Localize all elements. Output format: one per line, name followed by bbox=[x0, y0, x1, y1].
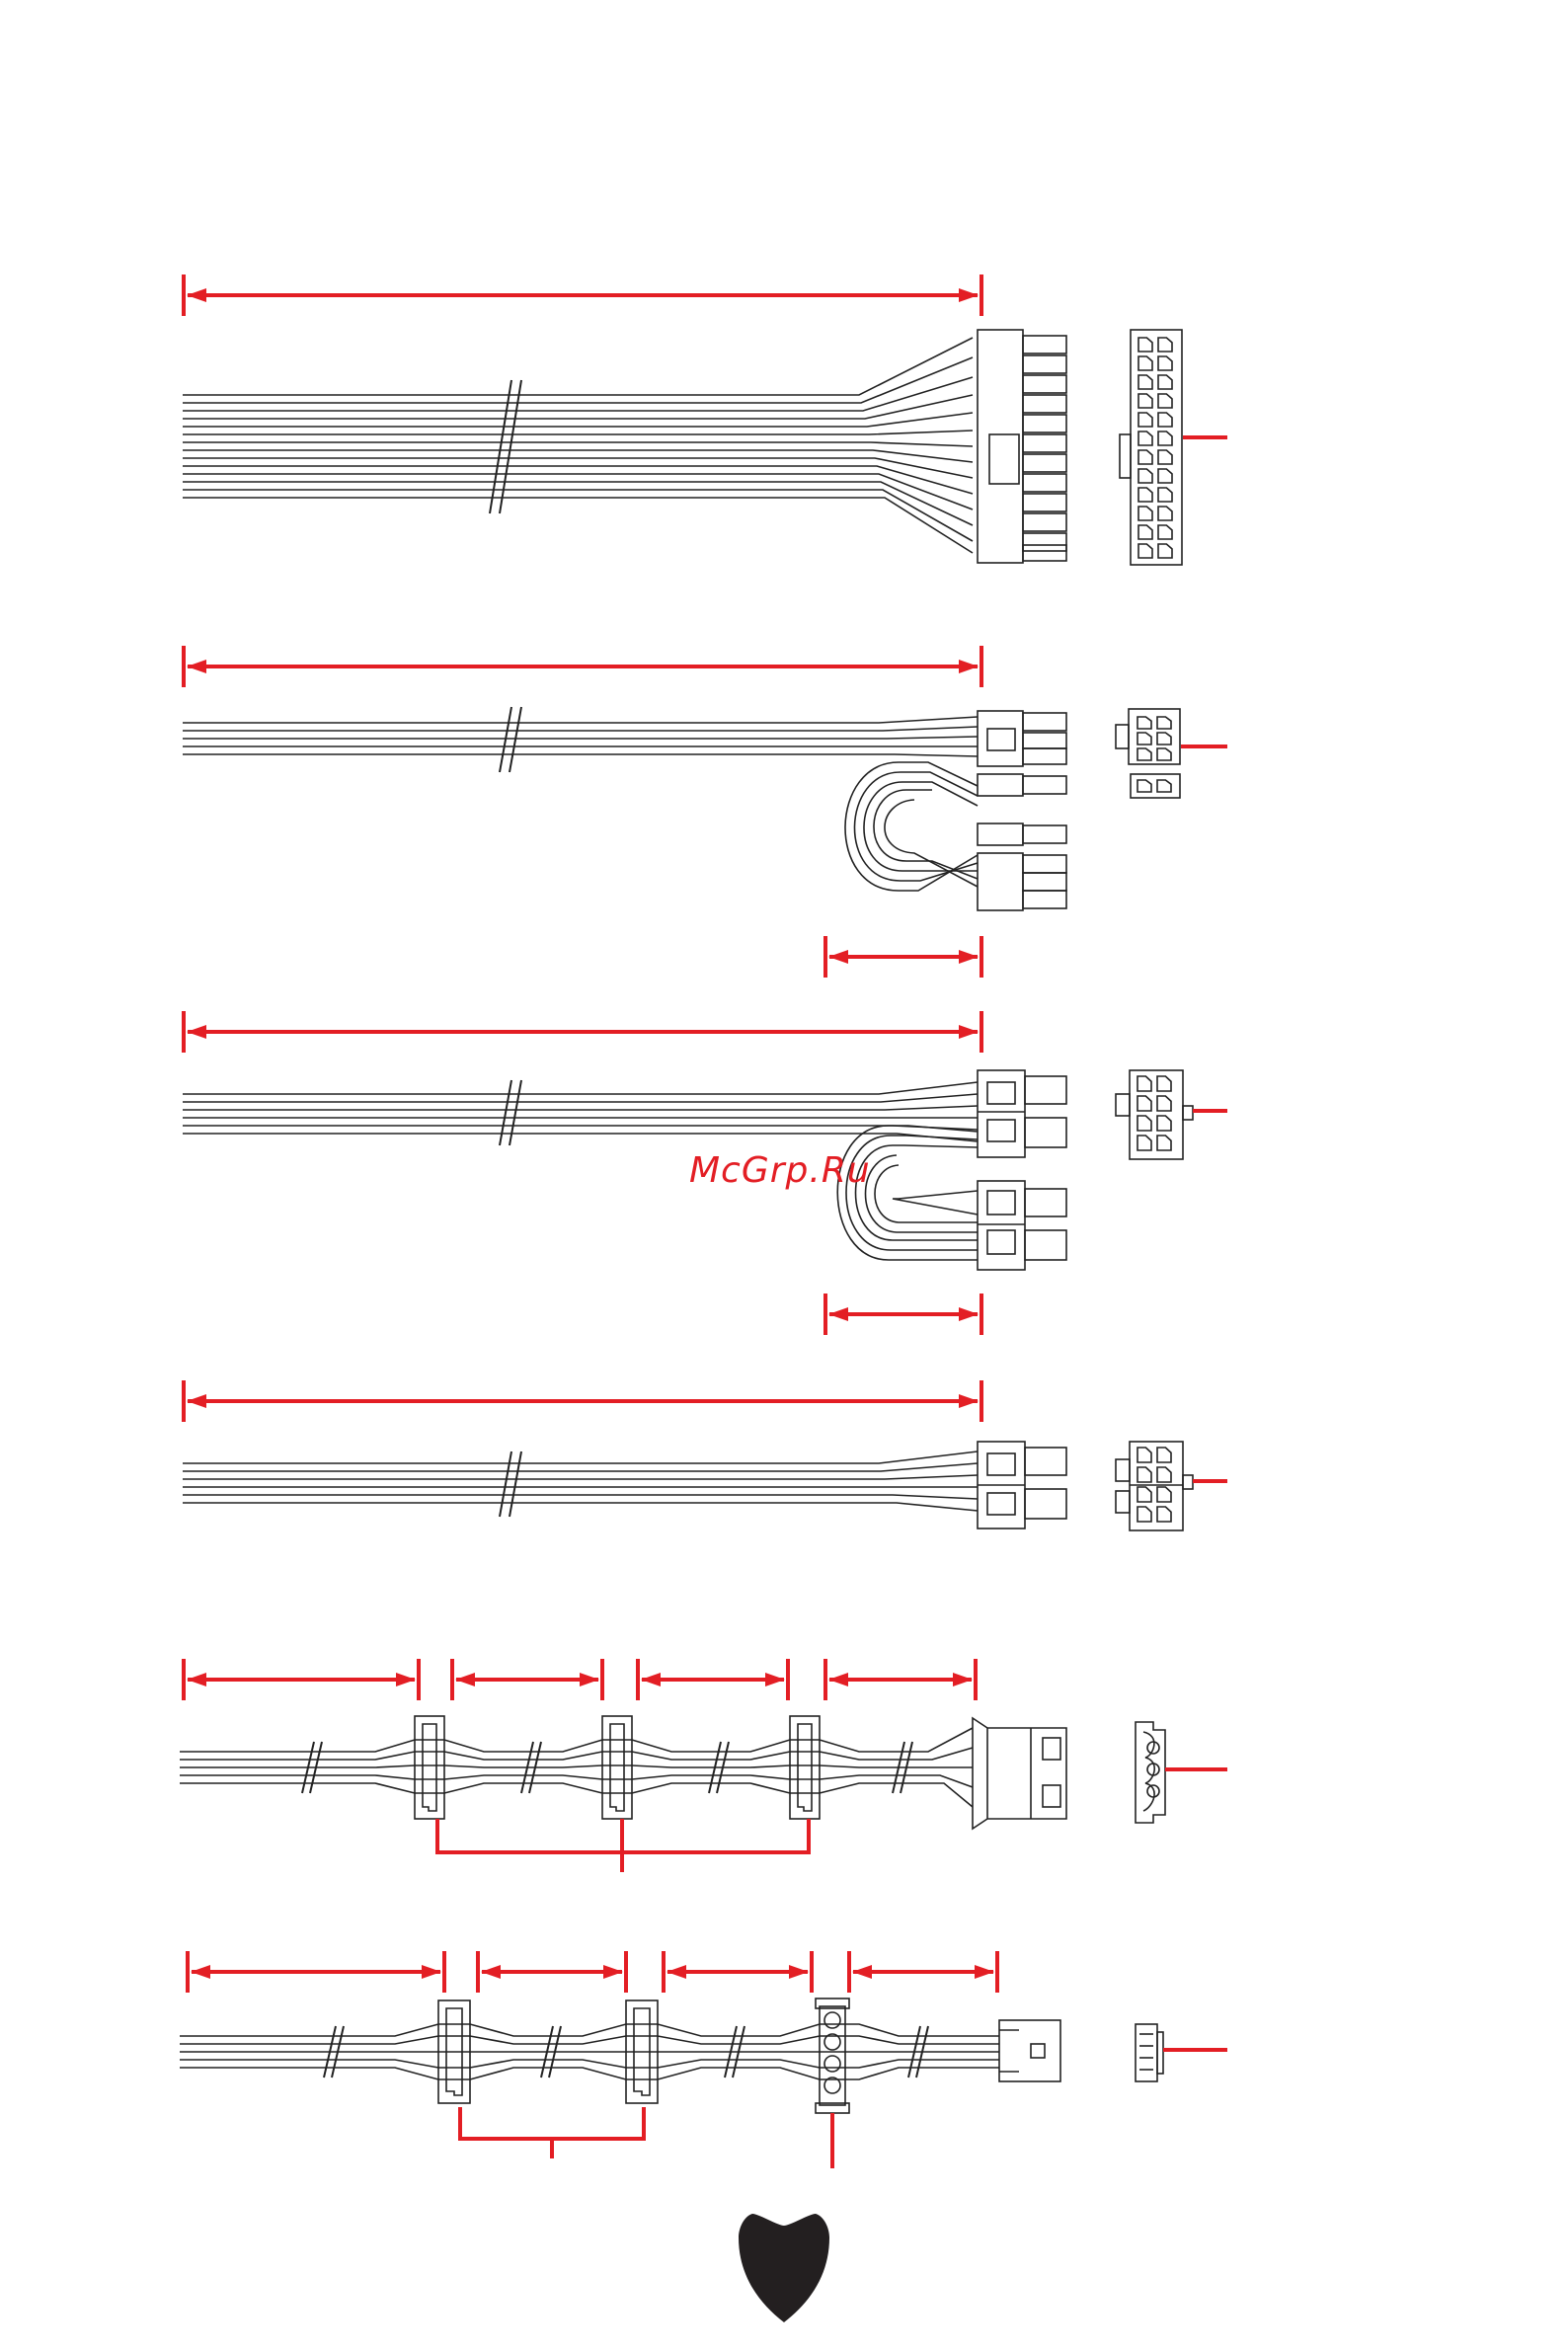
dual-8pin-connector bbox=[1116, 1070, 1193, 1159]
connector-pin bbox=[1157, 1507, 1171, 1522]
connector-pin bbox=[1138, 450, 1152, 464]
sata-plug-1 bbox=[415, 1716, 444, 1819]
connector-pin bbox=[1138, 338, 1152, 352]
connector-pin bbox=[1137, 748, 1151, 760]
sata-molex-chain-cable bbox=[180, 1659, 1227, 1872]
connector-pin bbox=[1137, 1448, 1151, 1462]
watermark: McGrp.Ru bbox=[689, 1150, 871, 1191]
dimension-line bbox=[184, 274, 981, 316]
dimension-line bbox=[825, 1294, 981, 1335]
dimension-line bbox=[825, 936, 981, 978]
pcie-6pin-plug bbox=[978, 711, 1066, 766]
sata-floppy-chain-cable bbox=[180, 1951, 1227, 2168]
connector-pin bbox=[1157, 1096, 1171, 1111]
connector-pin bbox=[1138, 356, 1152, 370]
cpu-4pin-plug bbox=[978, 853, 1066, 910]
dimension-line bbox=[184, 1380, 981, 1422]
connector-pin bbox=[1138, 375, 1152, 389]
loop-wires bbox=[837, 1126, 978, 1260]
connector-pin bbox=[1158, 507, 1172, 520]
cpu-4plus4-plug bbox=[978, 1442, 1066, 1529]
connector-pin bbox=[1158, 394, 1172, 408]
cpu-4plus4-connector bbox=[1116, 1442, 1193, 1530]
connector-pin bbox=[1138, 525, 1152, 539]
connector-pin bbox=[1157, 717, 1171, 729]
break-mark bbox=[490, 380, 521, 513]
connector-pin bbox=[1138, 431, 1152, 445]
wire-bundle bbox=[183, 1082, 978, 1141]
connector-pin bbox=[1137, 1487, 1151, 1502]
sata-bracket bbox=[437, 1819, 809, 1872]
wire-bundle bbox=[183, 717, 978, 756]
break-marks bbox=[302, 1742, 912, 1793]
connector-pin bbox=[1138, 413, 1152, 427]
dimension-lines bbox=[184, 1659, 976, 1700]
connector-pin bbox=[1157, 1448, 1171, 1462]
dimension-line bbox=[184, 646, 981, 687]
pcie-2pin-plug bbox=[978, 774, 1066, 845]
molex-plug bbox=[973, 1718, 1066, 1829]
dimension-lines bbox=[188, 1951, 997, 1993]
connector-pin bbox=[1158, 338, 1172, 352]
connector-pin bbox=[1157, 1076, 1171, 1091]
cpu-8pin-cable bbox=[183, 1380, 1227, 1530]
connector-pin bbox=[1137, 1076, 1151, 1091]
connector-pin bbox=[1137, 733, 1151, 745]
connector-pin bbox=[1138, 488, 1152, 502]
molex-connector bbox=[1136, 1722, 1165, 1823]
connector-pin bbox=[1158, 375, 1172, 389]
connector-pin bbox=[1157, 1487, 1171, 1502]
connector-pin bbox=[1158, 544, 1172, 558]
connector-pin bbox=[1137, 1096, 1151, 1111]
connector-pin bbox=[1157, 733, 1171, 745]
connector-pin bbox=[1157, 748, 1171, 760]
connector-pin bbox=[1138, 469, 1152, 483]
connector-pin bbox=[1138, 394, 1152, 408]
wire-bundle bbox=[183, 338, 973, 553]
connector-pin bbox=[1137, 1467, 1151, 1482]
connector-pin bbox=[1158, 413, 1172, 427]
molex-inline-plug bbox=[816, 1999, 849, 2113]
connector-pin bbox=[1158, 525, 1172, 539]
dimension-line bbox=[184, 1011, 981, 1053]
wire-bundle bbox=[180, 1728, 973, 1807]
connector-pin bbox=[1138, 544, 1152, 558]
loop-wires bbox=[845, 762, 978, 891]
pcie-6plus2-connector bbox=[1116, 709, 1180, 798]
connector-pin bbox=[1158, 488, 1172, 502]
connector-pin bbox=[1157, 1467, 1171, 1482]
atx-plug bbox=[978, 330, 1066, 563]
atx-24pin-cable bbox=[183, 274, 1227, 565]
atx-24pin-connector bbox=[1120, 330, 1182, 565]
break-mark bbox=[500, 1451, 521, 1517]
wire-bundle bbox=[180, 2024, 999, 2079]
connector-pin bbox=[1157, 1136, 1171, 1150]
connector-pin bbox=[1158, 431, 1172, 445]
floppy-connector bbox=[1136, 2024, 1163, 2081]
connector-pin bbox=[1137, 780, 1151, 792]
connector-pin bbox=[1137, 717, 1151, 729]
break-mark bbox=[500, 707, 521, 772]
8pin-plug-lower bbox=[978, 1181, 1066, 1270]
connector-pin bbox=[1158, 450, 1172, 464]
connector-pin bbox=[1158, 469, 1172, 483]
connector-pin bbox=[1137, 1507, 1151, 1522]
connector-pin bbox=[1138, 507, 1152, 520]
connector-pin bbox=[1137, 1136, 1151, 1150]
sata-bracket bbox=[460, 2107, 832, 2168]
floppy-plug bbox=[999, 2020, 1060, 2081]
pcie-6plus2-a-cable bbox=[183, 646, 1227, 978]
sata-plug-3 bbox=[790, 1716, 820, 1819]
connector-pin bbox=[1137, 1116, 1151, 1131]
connector-pin bbox=[1157, 780, 1171, 792]
connector-pin bbox=[1158, 356, 1172, 370]
break-mark bbox=[500, 1080, 521, 1145]
8pin-plug-upper bbox=[978, 1070, 1066, 1157]
connector-pin bbox=[1157, 1116, 1171, 1131]
shield-logo-icon bbox=[739, 2214, 829, 2322]
wire-bundle bbox=[183, 1451, 978, 1511]
sata-plug-2 bbox=[602, 1716, 632, 1819]
